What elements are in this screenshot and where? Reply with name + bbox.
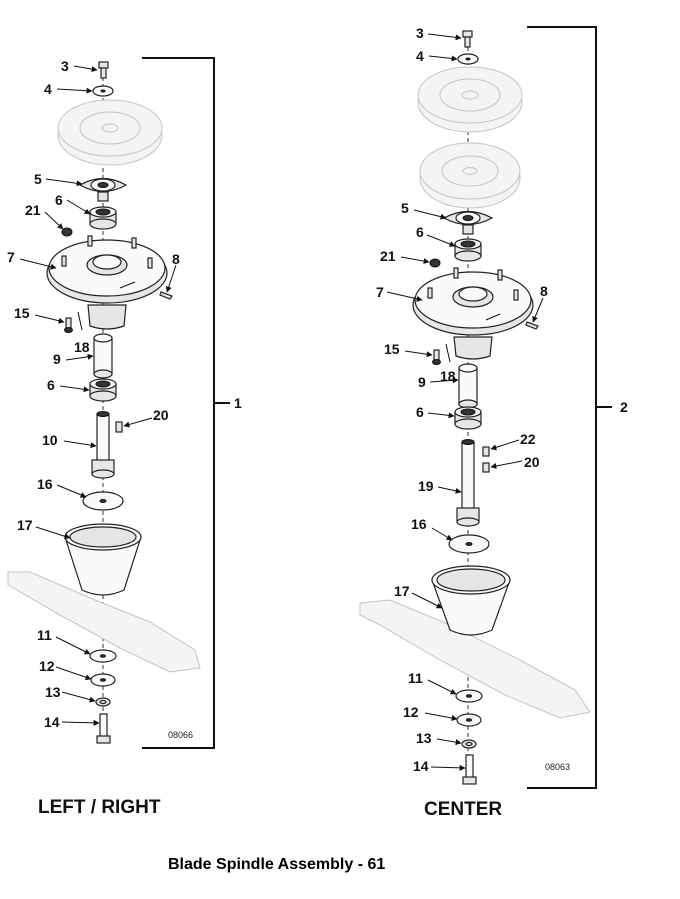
part-19-shaft — [456, 439, 480, 527]
part-15-grease-fitting — [64, 317, 73, 333]
callout-4-center: 4 — [416, 48, 424, 64]
part-5-flange — [78, 177, 128, 202]
callout-4: 4 — [44, 81, 52, 97]
callout-15-center: 15 — [384, 341, 400, 357]
callout-19: 19 — [418, 478, 434, 494]
callout-13-center: 13 — [416, 730, 432, 746]
part-20-key-center — [482, 462, 490, 473]
callout-9-center: 9 — [418, 374, 426, 390]
part-9-spacer-center — [458, 363, 478, 409]
callout-12-center: 12 — [403, 704, 419, 720]
callout-12: 12 — [39, 658, 55, 674]
callout-22: 22 — [520, 431, 536, 447]
left-drawing-code: 08066 — [168, 730, 193, 740]
part-14-bolt — [96, 713, 111, 744]
callout-18-center: 18 — [440, 368, 456, 384]
callout-6-lower-center: 6 — [416, 404, 424, 420]
callout-7: 7 — [7, 249, 15, 265]
part-21-nut — [61, 227, 73, 237]
part-5-flange-center — [442, 210, 494, 235]
callout-6-center: 6 — [416, 224, 424, 240]
callout-14: 14 — [44, 714, 60, 730]
callout-3: 3 — [61, 58, 69, 74]
callout-16: 16 — [37, 476, 53, 492]
center-drawing-code: 08063 — [545, 762, 570, 772]
callout-8-center: 8 — [540, 283, 548, 299]
callout-13: 13 — [45, 684, 61, 700]
callout-8: 8 — [172, 251, 180, 267]
left-caption: LEFT / RIGHT — [38, 797, 161, 818]
part-3-bolt-center — [462, 30, 473, 48]
part-20-key — [115, 421, 123, 433]
callout-17-center: 17 — [394, 583, 410, 599]
part-14-bolt-center — [462, 754, 477, 785]
part-15-grease-fitting-center — [432, 349, 441, 365]
part-6-bearing-lower-center — [454, 406, 482, 430]
center-assembly: 3 4 5 6 21 7 8 15 18 9 6 22 20 19 16 17 … — [359, 25, 628, 820]
part-18-pin-center — [445, 343, 451, 363]
part-6-bearing-upper-center — [454, 238, 482, 262]
callout-3-center: 3 — [416, 25, 424, 41]
callout-17: 17 — [17, 517, 33, 533]
callout-14-center: 14 — [413, 758, 429, 774]
callout-6: 6 — [55, 192, 63, 208]
callout-5-center: 5 — [401, 200, 409, 216]
part-7-housing-center — [412, 267, 534, 360]
left-right-assembly: 3 4 5 6 21 7 8 15 18 9 6 20 10 16 17 11 … — [7, 57, 242, 818]
callout-6-lower: 6 — [47, 377, 55, 393]
part-18-pin — [77, 311, 83, 331]
callout-10: 10 — [42, 432, 58, 448]
page-title: Blade Spindle Assembly - 61 — [168, 856, 385, 873]
part-21-nut-center — [429, 258, 441, 268]
part-17-cone-guard-center — [431, 565, 511, 636]
part-7-housing — [46, 235, 168, 330]
mower-blade-ghost-center — [359, 599, 591, 719]
callout-15: 15 — [14, 305, 30, 321]
callout-5: 5 — [34, 171, 42, 187]
part-17-cone-guard — [64, 523, 142, 596]
left-assembly-number: 1 — [234, 395, 242, 411]
callout-9: 9 — [53, 351, 61, 367]
callout-18: 18 — [74, 339, 90, 355]
part-10-shaft — [91, 411, 115, 479]
callout-7-center: 7 — [376, 284, 384, 300]
callout-11: 11 — [37, 627, 52, 643]
part-6-bearing-upper — [89, 206, 117, 230]
callout-21-center: 21 — [380, 248, 396, 264]
callout-20-center: 20 — [524, 454, 540, 470]
part-8-pin — [159, 291, 173, 300]
part-8-pin-center — [525, 321, 539, 330]
center-assembly-number: 2 — [620, 399, 628, 415]
part-22-key — [482, 446, 490, 457]
part-9-spacer — [93, 333, 113, 379]
center-caption: CENTER — [424, 799, 502, 820]
mower-blade-ghost — [7, 571, 201, 673]
part-6-bearing-lower — [89, 378, 117, 402]
part-3-bolt — [98, 61, 109, 79]
callout-21: 21 — [25, 202, 41, 218]
callout-11-center: 11 — [408, 670, 423, 686]
callout-20: 20 — [153, 407, 169, 423]
callout-16-center: 16 — [411, 516, 427, 532]
